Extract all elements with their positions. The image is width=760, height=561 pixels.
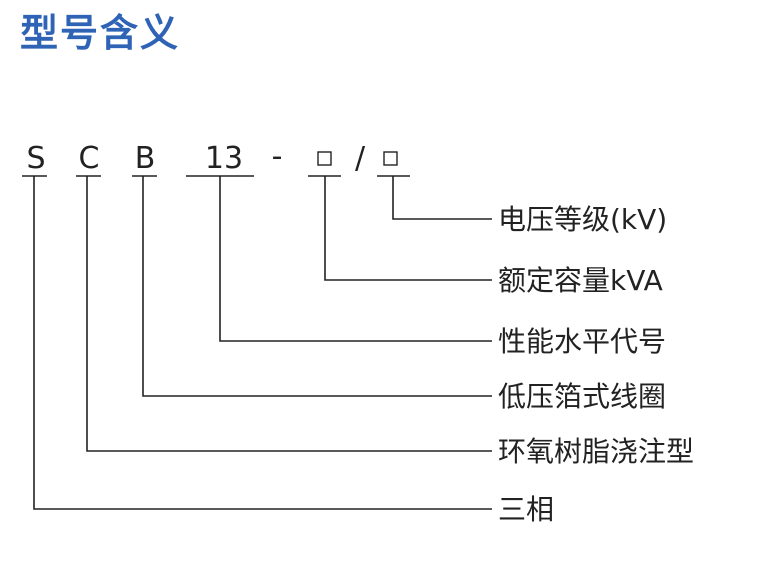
connector-performance-level [219,176,492,342]
label-epoxy-cast: 环氧树脂浇注型 [498,435,694,468]
connector-three-phase [33,176,492,510]
page-title: 型号含义 [20,11,181,55]
voltage-placeholder-box [383,151,398,166]
code-slash: / [355,141,366,176]
code-letter-s: S [26,141,45,176]
label-foil-winding: 低压箔式线圈 [498,380,666,413]
label-rated-capacity: 额定容量kVA [498,264,663,297]
label-three-phase: 三相 [498,493,554,526]
connector-epoxy-cast [86,176,492,452]
label-performance-level: 性能水平代号 [498,325,666,358]
code-letter-c: C [79,141,100,176]
connector-voltage-level [392,176,492,220]
connector-foil-winding [142,176,492,397]
code-letter-b: B [135,141,156,176]
connector-rated-capacity [324,176,492,281]
label-voltage-level: 电压等级(kV) [498,203,667,236]
code-number: 13 [205,141,243,176]
capacity-placeholder-box [317,151,332,166]
code-dash: - [272,139,283,174]
